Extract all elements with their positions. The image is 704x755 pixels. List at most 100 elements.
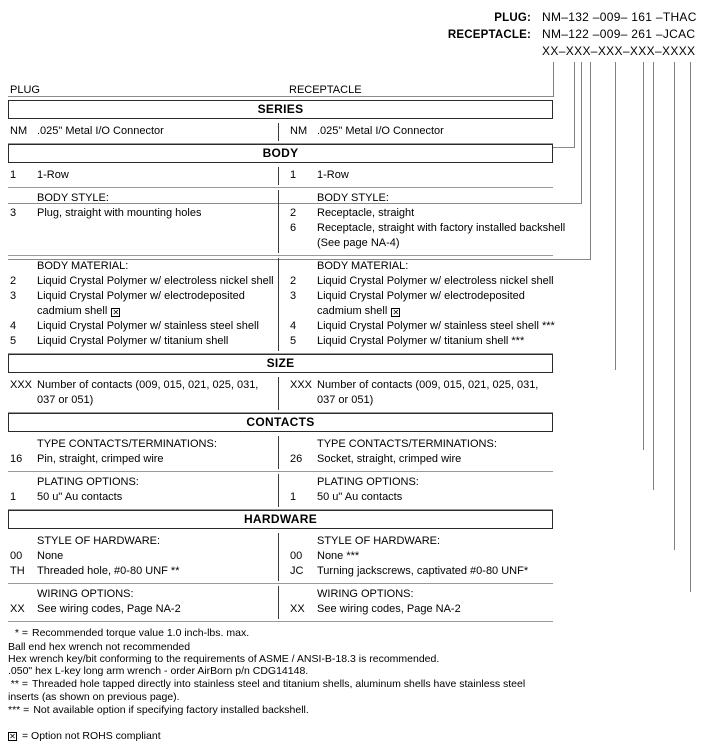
option-code: 00 [10, 550, 23, 562]
option-code: 1 [10, 491, 17, 503]
spec-option: JC Turning jackscrews, captivated #0-80 U… [290, 564, 552, 579]
spec-option: 2 Liquid Crystal Polymer w/ electroless n… [290, 274, 554, 289]
option-description: Turning jackscrews, captivated #0-80 UNF… [317, 565, 529, 577]
footnote: * =Recommended torque value 1.0 inch-lbs… [8, 626, 608, 677]
footnote-text: Threaded hole tapped directly into stain… [32, 677, 526, 690]
option-code: 26 [290, 453, 303, 465]
spec-heading: BODY STYLE: [37, 192, 109, 204]
footnote: ** = Threaded hole tapped directly into s… [8, 677, 608, 704]
spec-option: XXX Number of contacts (009, 015, 021, 02… [290, 378, 552, 393]
spec-column-left: NM .025" Metal I/O Connector [8, 124, 280, 139]
section-banner-series: SERIES [8, 100, 553, 119]
spec-heading: WIRING OPTIONS: [317, 588, 414, 600]
option-code: 5 [290, 335, 297, 347]
option-description: Plug, straight with mounting holes [37, 207, 202, 219]
option-description-continued: cadmium shell✕ [317, 305, 401, 317]
bracket-series [8, 96, 553, 97]
column-divider [278, 167, 280, 185]
spec-option: 3 Plug, straight with mounting holes [10, 206, 280, 221]
column-caption-receptacle: RECEPTACLE [289, 84, 362, 96]
dropline-size [615, 62, 616, 370]
spec-column-right: XXX Number of contacts (009, 015, 021, 02… [280, 378, 552, 408]
bracket-body-style [8, 203, 581, 204]
option-description: See wiring codes, Page NA-2 [37, 603, 181, 615]
spec-option: XXX Number of contacts (009, 015, 021, 02… [10, 378, 280, 393]
option-code: XXX [10, 379, 33, 391]
option-code: 4 [10, 320, 17, 332]
option-description-continued: (See page NA-4) [317, 237, 400, 249]
bracket-body-material [8, 259, 590, 260]
option-description: 1-Row [317, 169, 349, 181]
option-code: 3 [10, 207, 17, 219]
part-number-row-receptacle: RECEPTACLE: NM–122 –009– 261 –JCAC [300, 27, 700, 44]
option-description: 1-Row [37, 169, 69, 181]
dropline-contact-type [643, 62, 644, 450]
spec-option: 5 Liquid Crystal Polymer w/ titanium shel… [290, 334, 552, 349]
spec-option: TH Threaded hole, #0-80 UNF ** [10, 564, 280, 579]
option-code: 4 [290, 320, 297, 332]
column-divider [278, 586, 280, 619]
option-code: 00 [290, 550, 303, 562]
option-description: 50 u" Au contacts [37, 491, 123, 503]
option-description: Liquid Crystal Polymer w/ electrodeposit… [37, 290, 245, 302]
option-description: Number of contacts (009, 015, 021, 025, … [317, 379, 539, 391]
section-banner-contacts: CONTACTS [8, 413, 553, 432]
option-code: NM [10, 125, 28, 137]
option-description: None [37, 550, 64, 562]
option-code: TH [10, 565, 25, 577]
option-description: Liquid Crystal Polymer w/ electroless ni… [317, 275, 554, 287]
dropline-body-style [581, 62, 582, 204]
option-code: 6 [290, 222, 297, 234]
option-code: JC [290, 565, 304, 577]
section-banner-body: BODY [8, 144, 553, 163]
rohs-symbol-icon: ✕ [391, 308, 401, 317]
footnote-marker: * = [14, 627, 28, 639]
part-number-row-mask: XX–XXX–XXX–XXX–XXXX [300, 44, 700, 61]
footnote-subline: Ball end hex wrench not recommended [8, 640, 191, 653]
option-description: Number of contacts (009, 015, 021, 025, … [37, 379, 259, 391]
plug-label: PLUG: [494, 12, 531, 24]
footnotes: * =Recommended torque value 1.0 inch-lbs… [8, 626, 608, 718]
spec-column-right: NM.025" Metal I/O Connector [280, 124, 552, 139]
spec-option: 1 50 u" Au contacts [10, 490, 280, 505]
dropline-body-material [590, 62, 591, 260]
dropline-hardware-style [674, 62, 675, 550]
footnote-marker: ** = [10, 677, 28, 690]
option-description: Threaded hole, #0-80 UNF ** [37, 565, 180, 577]
spec-option: 00 None [10, 549, 280, 564]
option-code: 2 [290, 275, 297, 287]
rohs-note-text: = Option not ROHS compliant [22, 730, 161, 742]
part-number-row-plug: PLUG: NM–132 –009– 161 –THAC [300, 10, 700, 27]
option-code: XXX [290, 379, 313, 391]
footnote-subline: .050" hex L-key long arm wrench - order … [8, 664, 309, 677]
spec-heading: BODY MATERIAL: [317, 260, 409, 272]
option-description: Liquid Crystal Polymer w/ titanium shell… [317, 335, 525, 347]
option-description: See wiring codes, Page NA-2 [317, 603, 461, 615]
option-code: 1 [290, 491, 297, 503]
option-description: .025" Metal I/O Connector [37, 125, 164, 137]
